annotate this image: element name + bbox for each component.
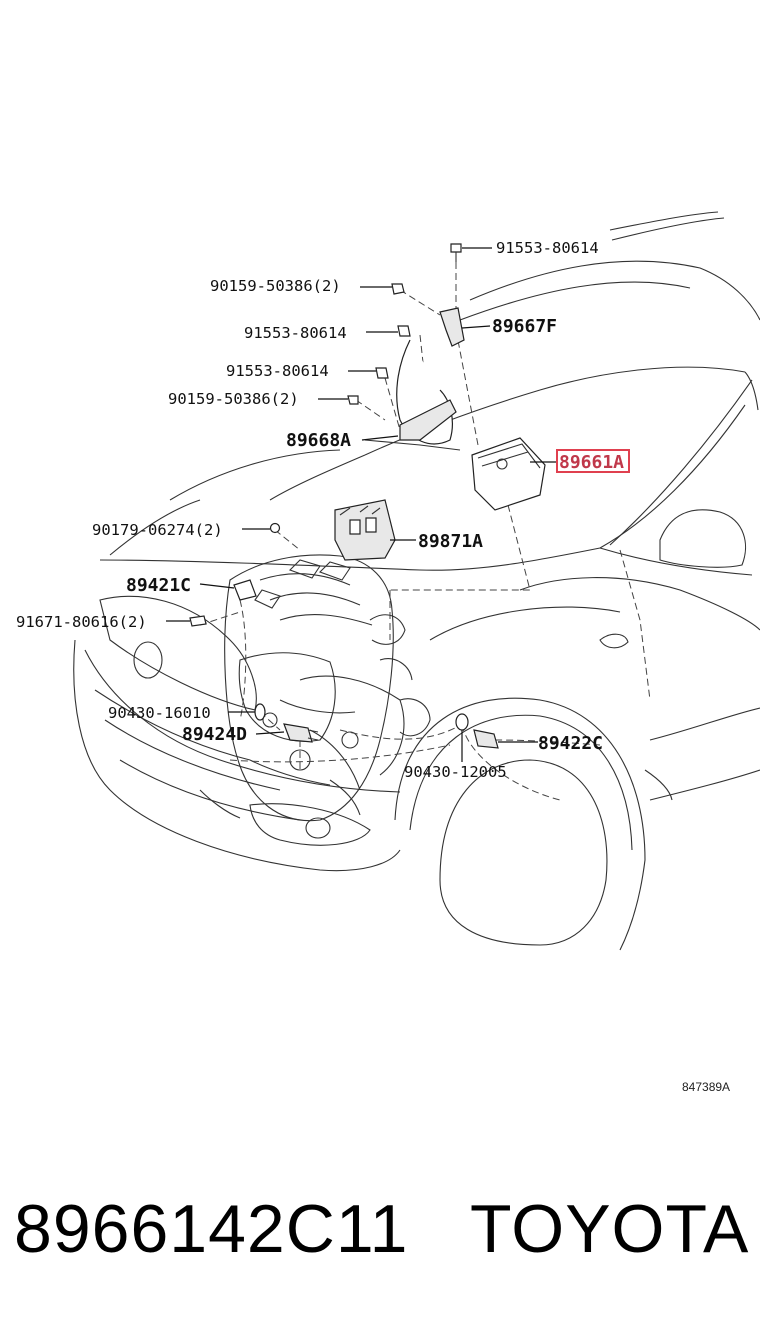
label-90159-50386-lower[interactable]: 90159-50386(2) (168, 390, 299, 408)
bolt-90159-50386-lower (347, 395, 359, 405)
bolt-91671-80616 (189, 615, 207, 627)
part-number: 8966142C11 (14, 1191, 409, 1267)
gasket-90430-12005 (455, 713, 469, 731)
label-91671-80616[interactable]: 91671-80616(2) (16, 613, 147, 631)
bolt-90159-50386-upper (391, 283, 405, 295)
bolt-91553-80614-mid (397, 325, 411, 337)
label-90430-12005[interactable]: 90430-12005 (404, 763, 507, 781)
engine-assembly (224, 554, 431, 822)
bolt-91553-80614-top (450, 243, 462, 253)
label-89667F[interactable]: 89667F (492, 316, 557, 337)
vehicle-outline (73, 211, 760, 951)
bracket-89667F (439, 307, 465, 347)
nut-90179-06274 (269, 522, 281, 534)
label-90179-06274[interactable]: 90179-06274(2) (92, 521, 223, 539)
highlight-box (556, 449, 630, 473)
gasket-90430-16010 (254, 703, 266, 721)
leader-lines (166, 247, 558, 762)
label-91553-80614-mid[interactable]: 91553-80614 (244, 324, 347, 342)
label-89422C[interactable]: 89422C (538, 733, 603, 754)
label-90159-50386-upper[interactable]: 90159-50386(2) (210, 277, 341, 295)
label-89421C[interactable]: 89421C (126, 575, 191, 596)
footer: 8966142C11 TOYOTA (0, 1190, 760, 1280)
ecu-89661A (471, 437, 546, 511)
parts (189, 243, 546, 749)
bolt-91553-80614-lower (375, 367, 389, 379)
sensor-89422C (473, 729, 499, 749)
label-89424D[interactable]: 89424D (182, 724, 247, 745)
label-89661A[interactable]: 89661A (559, 452, 624, 473)
sensor-89424D (283, 723, 313, 743)
label-91553-80614-top[interactable]: 91553-80614 (496, 239, 599, 257)
sensor-89421C (233, 579, 257, 601)
label-90430-16010[interactable]: 90430-16010 (108, 704, 211, 722)
diagram-reference-code: 847389A (682, 1080, 730, 1094)
brand-name: TOYOTA (470, 1191, 750, 1267)
label-89668A[interactable]: 89668A (286, 430, 351, 451)
label-89871A[interactable]: 89871A (418, 531, 483, 552)
label-91553-80614-lower[interactable]: 91553-80614 (226, 362, 329, 380)
part-labels: 91553-80614 90159-50386(2) 89667F 91553-… (16, 239, 730, 1094)
dashed-guides (199, 262, 651, 801)
relay-89871A (334, 499, 396, 561)
